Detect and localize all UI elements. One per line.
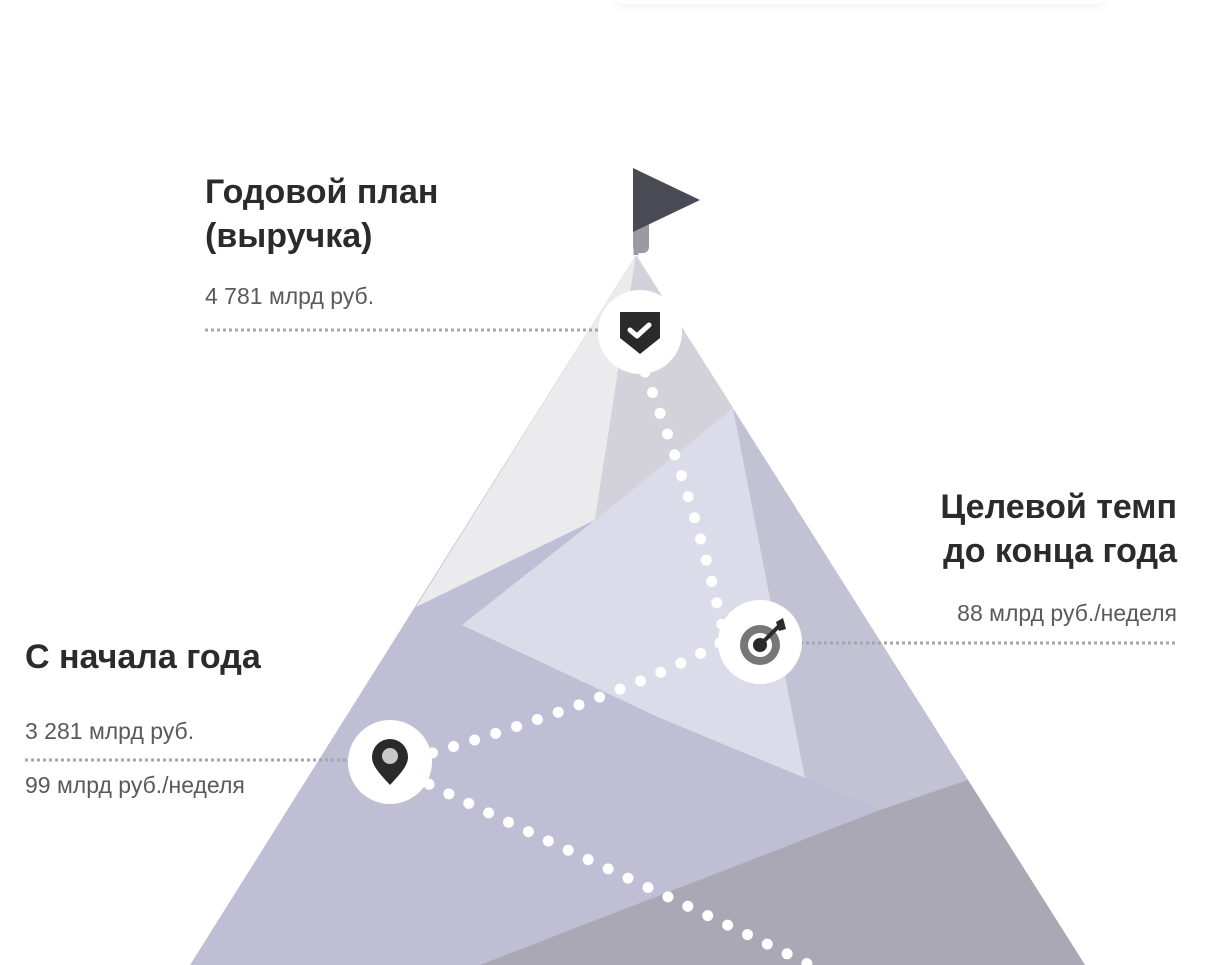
flag-icon <box>633 168 700 255</box>
ytd-total-value: 3 281 млрд руб. <box>25 718 195 744</box>
mountain-lower-right <box>480 780 1085 965</box>
shield-check-icon <box>620 312 660 354</box>
target-value: 88 млрд руб./неделя <box>957 600 1177 626</box>
target-title: Целевой темп до конца года <box>940 485 1177 573</box>
goal-value: 4 781 млрд руб. <box>205 283 375 309</box>
goal-title-line2: (выручка) <box>205 217 373 255</box>
top-card-edge <box>615 0 1105 4</box>
goal-title: Годовой план (выручка) <box>205 170 438 258</box>
ytd-weekly-value: 99 млрд руб./неделя <box>25 772 245 798</box>
target-title-line2: до конца года <box>943 532 1177 570</box>
target-title-line1: Целевой темп <box>940 488 1177 526</box>
map-pin-icon <box>372 739 408 785</box>
mountain-middle-face <box>462 408 805 778</box>
target-icon <box>740 618 786 665</box>
mountain-left-face <box>416 255 636 607</box>
ytd-title: С начала года <box>25 638 261 676</box>
goal-title-line1: Годовой план <box>205 173 439 211</box>
mountain-right-face <box>636 255 968 810</box>
